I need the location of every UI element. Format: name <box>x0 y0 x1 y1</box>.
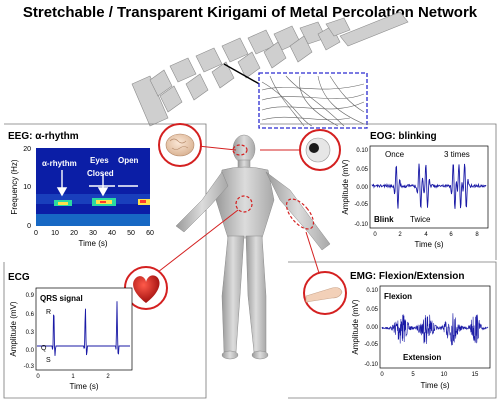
eog-annot-three: 3 times <box>444 150 470 159</box>
ecg-ytick: 0.9 <box>26 293 35 299</box>
percolation-network <box>261 75 365 127</box>
ecg-ytick: -0.3 <box>24 364 35 370</box>
kirigami-sheet <box>131 11 409 127</box>
eeg-xtick: 30 <box>89 230 97 237</box>
eeg-frame <box>4 123 207 262</box>
emg-xtick: 5 <box>411 372 415 378</box>
eog-xtick: 4 <box>424 232 428 238</box>
ecg-annot-r: R <box>46 309 51 316</box>
eeg-alpha-arrowhead <box>56 187 68 197</box>
eeg-ylabel: Frequency (Hz) <box>10 159 19 214</box>
eog-trace <box>371 163 487 209</box>
eog-ytick: -0.10 <box>354 222 368 228</box>
emg-xtick: 10 <box>441 372 448 378</box>
ecg-trace <box>37 301 130 356</box>
eog-annot-once: Once <box>385 150 405 159</box>
emg-ytick: -0.10 <box>364 362 378 368</box>
emg-annot-flexion: Flexion <box>384 292 412 301</box>
eeg-annot-open: Open <box>118 156 139 165</box>
ecg-xtick: 0 <box>36 374 40 380</box>
eeg-xlabel: Time (s) <box>78 239 107 248</box>
arm-icon <box>303 271 347 315</box>
emg-connector <box>305 231 321 277</box>
ecg-xtick: 2 <box>106 374 110 380</box>
eog-title: EOG: blinking <box>370 131 437 142</box>
ecg-annot-qrs: QRS signal <box>40 294 83 303</box>
eye-icon <box>299 129 341 171</box>
eeg-xtick: 20 <box>70 230 78 237</box>
eeg-connector <box>197 145 237 151</box>
ecg-ytick: 0.0 <box>26 348 35 354</box>
eog-annot-twice: Twice <box>410 215 431 224</box>
eeg-title: EEG: α-rhythm <box>8 131 79 142</box>
eog-ytick: -0.05 <box>354 202 368 208</box>
eog-ytick: 0.05 <box>356 167 368 173</box>
zoom-inset <box>258 72 368 129</box>
eog-ytick: 0.00 <box>356 185 368 191</box>
eog-xtick: 8 <box>475 232 479 238</box>
emg-ytick: 0.00 <box>366 325 378 331</box>
ecg-ylabel: Amplitude (mV) <box>9 301 18 356</box>
eeg-ytick: 20 <box>23 146 31 153</box>
eog-ytick: 0.10 <box>356 148 368 154</box>
eeg-xtick: 60 <box>146 230 154 237</box>
eeg-eyes-arrowhead <box>97 187 109 197</box>
ecg-ytick: 0.3 <box>26 330 35 336</box>
eog-annot-blink: Blink <box>374 215 394 224</box>
emg-ytick: 0.05 <box>366 307 378 313</box>
emg-trace <box>381 313 489 346</box>
eeg-annot-closed: Closed <box>87 169 114 178</box>
ecg-xtick: 1 <box>71 374 75 380</box>
eeg-xtick: 0 <box>34 230 38 237</box>
ecg-title: ECG <box>8 272 30 283</box>
eeg-ytick: 0 <box>27 223 31 230</box>
eeg-spectrogram <box>36 148 150 226</box>
emg-xtick: 0 <box>380 372 384 378</box>
eog-xtick: 0 <box>373 232 377 238</box>
eeg-annot-alpha: α-rhythm <box>42 159 77 168</box>
ecg-annot-s: S <box>46 357 51 364</box>
heart-icon <box>124 266 168 310</box>
eeg-ytick: 10 <box>23 184 31 191</box>
human-figure <box>175 134 331 360</box>
emg-sensor-marker <box>285 198 315 230</box>
ecg-ytick: 0.6 <box>26 312 35 318</box>
emg-xtick: 15 <box>472 372 479 378</box>
eeg-xtick: 40 <box>108 230 116 237</box>
ecg-frame <box>3 262 207 399</box>
eeg-xtick: 10 <box>51 230 59 237</box>
emg-xlabel: Time (s) <box>420 381 449 390</box>
eeg-xtick: 50 <box>127 230 135 237</box>
emg-ytick: 0.10 <box>366 288 378 294</box>
emg-annot-extension: Extension <box>403 353 441 362</box>
emg-ytick: -0.05 <box>364 342 378 348</box>
eog-xlabel: Time (s) <box>414 240 443 249</box>
ecg-xlabel: Time (s) <box>69 382 98 391</box>
eog-xtick: 2 <box>398 232 402 238</box>
ecg-sensor-marker <box>235 195 253 213</box>
ecg-connector <box>157 209 239 273</box>
eog-frame <box>260 123 497 260</box>
ecg-annot-q: Q <box>41 345 47 352</box>
ecg-plot-area <box>35 287 133 371</box>
emg-frame <box>288 261 497 399</box>
eeg-sensor-marker <box>232 144 248 156</box>
eog-ylabel: Amplitude (mV) <box>341 159 350 214</box>
brain-icon <box>158 123 202 167</box>
emg-ylabel: Amplitude (mV) <box>351 299 360 354</box>
eeg-annot-eyes: Eyes <box>90 156 109 165</box>
emg-title: EMG: Flexion/Extension <box>350 271 464 282</box>
eog-xtick: 6 <box>449 232 453 238</box>
figure-title: Stretchable / Transparent Kirigami of Me… <box>23 4 478 21</box>
